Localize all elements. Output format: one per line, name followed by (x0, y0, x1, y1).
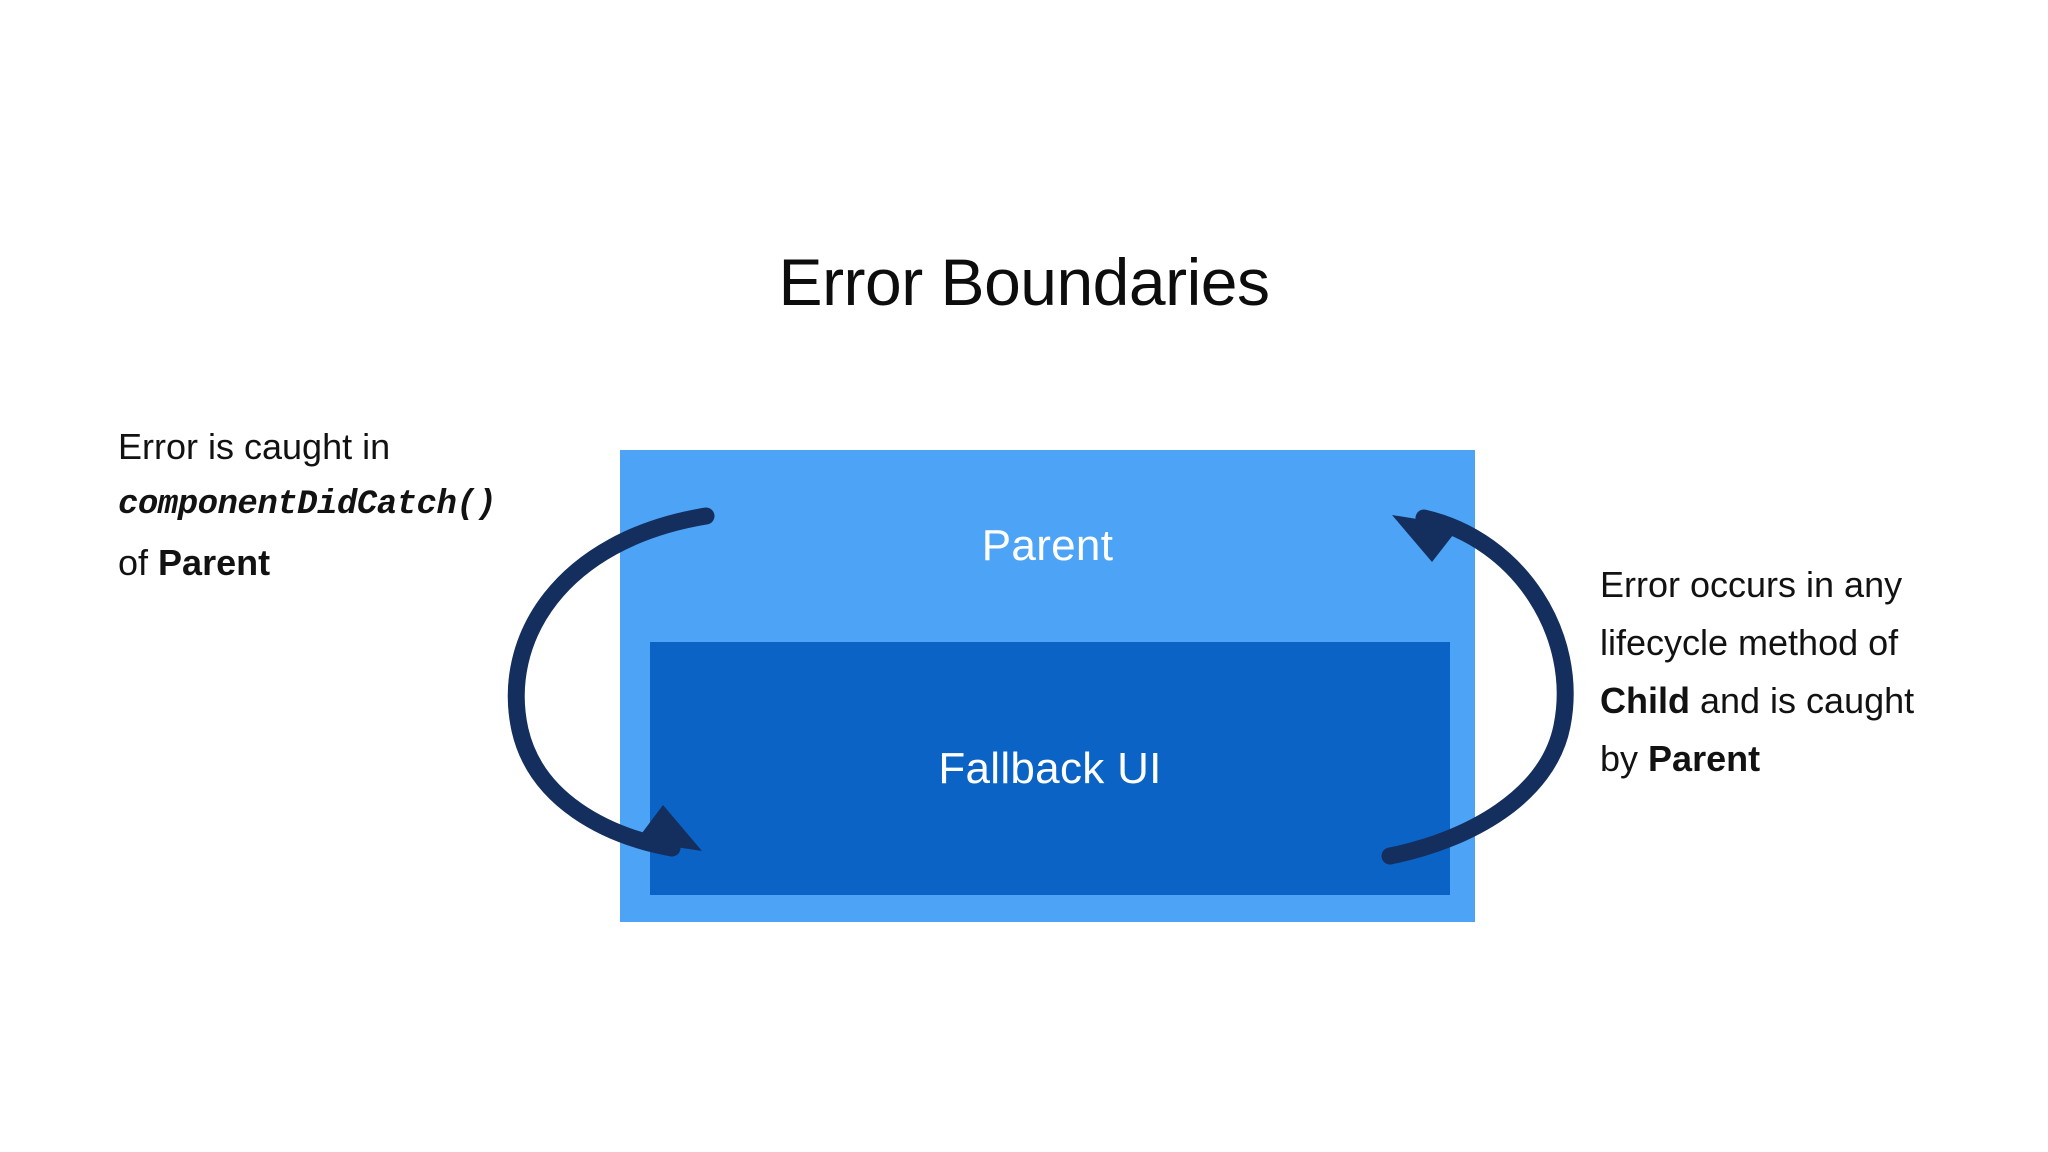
right-annotation-line-3-suffix: and is caught (1689, 680, 1915, 721)
right-annotation-line-4-prefix: by (1600, 738, 1649, 779)
right-annotation: Error occurs in any lifecycle method of … (1600, 556, 2000, 788)
left-annotation-parent-bold: Parent (158, 542, 271, 583)
right-annotation-child-bold: Child (1600, 680, 1690, 721)
left-annotation-line-3: of Parent (118, 534, 638, 592)
parent-component-box: Parent Fallback UI (620, 450, 1475, 922)
fallback-box-label: Fallback UI (938, 743, 1162, 793)
right-annotation-parent-bold: Parent (1648, 738, 1761, 779)
page-title: Error Boundaries (778, 245, 1270, 319)
left-annotation-line-3-prefix: of (118, 542, 159, 583)
parent-box-label: Parent (981, 521, 1114, 570)
right-annotation-line-1: Error occurs in any (1600, 564, 1903, 605)
left-annotation: Error is caught in componentDidCatch() o… (118, 418, 638, 592)
component-did-catch-code: componentDidCatch() (118, 486, 497, 524)
right-annotation-line-2: lifecycle method of (1600, 622, 1899, 663)
right-annotation-line-4: by Parent (1600, 730, 2000, 788)
fallback-ui-box: Fallback UI (650, 642, 1450, 895)
left-annotation-line-1: Error is caught in (118, 426, 391, 467)
right-annotation-line-3: Child and is caught (1600, 672, 2000, 730)
